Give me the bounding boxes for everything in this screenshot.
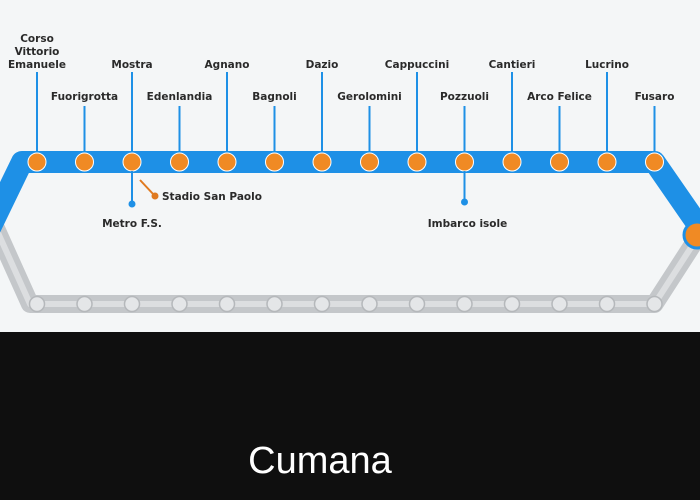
line-caption: Cumana (248, 440, 392, 482)
station-label: Edenlandia (147, 91, 213, 103)
return-station-dot (503, 295, 521, 313)
station-label: Corso (20, 33, 54, 45)
station-label: Agnano (205, 59, 250, 71)
station-dot (170, 152, 189, 172)
station-dot (455, 152, 474, 172)
main-line (0, 151, 700, 245)
station-label: Bagnoli (252, 91, 297, 103)
return-station-dot (171, 295, 188, 313)
station-label: Fusaro (635, 91, 675, 103)
station-label: Gerolomini (337, 91, 402, 103)
station-label: Arco Felice (527, 91, 592, 103)
station-label: Cappuccini (385, 59, 449, 71)
ferry-dot (461, 198, 468, 206)
station-label: Emanuele (8, 59, 66, 71)
station-dot (597, 152, 617, 172)
return-station-dot (361, 295, 378, 313)
station-dot (27, 152, 47, 172)
station-label: Lucrino (585, 59, 629, 71)
station-dot (122, 152, 142, 172)
return-station-dot (646, 295, 663, 313)
return-station-dot (76, 295, 93, 313)
station-label: Fuorigrotta (51, 91, 118, 103)
station-dot (502, 152, 522, 172)
station-dot (265, 152, 284, 172)
return-track-highlight (0, 228, 700, 307)
stadium-dot (151, 192, 159, 200)
return-station-dot (598, 295, 616, 313)
stadium-connector (139, 179, 155, 196)
station-label: Dazio (306, 59, 339, 71)
ferry-label: Imbarco isole (428, 218, 508, 230)
station-dot (312, 152, 332, 172)
metro-label: Metro F.S. (102, 218, 162, 230)
station-dot (360, 152, 379, 172)
station-label: Cantieri (489, 59, 536, 71)
return-station-dot (551, 295, 568, 313)
station-label: Pozzuoli (440, 91, 489, 103)
station-dot (407, 152, 427, 172)
return-station-dot (218, 295, 236, 313)
return-station-dot (408, 295, 426, 313)
terminal-station-dot (682, 220, 700, 250)
return-station-dot (28, 295, 46, 313)
station-dot (75, 152, 94, 172)
return-station-dot (456, 295, 473, 313)
metro-dot (128, 200, 136, 208)
stadium-label: Stadio San Paolo (162, 191, 262, 203)
station-dot (217, 152, 237, 172)
return-station-dot (266, 295, 283, 313)
return-station-dot (313, 295, 331, 313)
station-dot (550, 152, 569, 172)
station-label: Vittorio (15, 46, 60, 58)
station-dot (645, 152, 664, 172)
return-station-dot (123, 295, 141, 313)
station-label: Mostra (111, 59, 152, 71)
